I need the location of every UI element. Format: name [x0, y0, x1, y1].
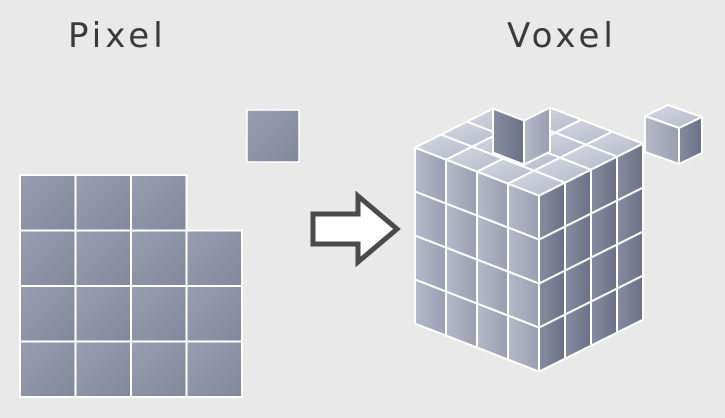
voxel-face: [414, 278, 447, 337]
pixel-tile: [130, 285, 188, 343]
voxel-face: [678, 116, 703, 165]
voxel-face: [616, 274, 644, 334]
pixel-tile: [74, 174, 132, 232]
pixel-tile: [130, 229, 188, 287]
pixel-tile: [185, 229, 243, 287]
voxel-face: [523, 106, 551, 166]
voxel-title: Voxel: [507, 16, 617, 56]
pixel-title: Pixel: [68, 16, 167, 56]
pixel-grid: [19, 174, 243, 398]
pixel-tile: [185, 285, 243, 343]
floating-pixel: [246, 109, 300, 163]
pixel-tile: [130, 340, 188, 398]
voxel-cube: [414, 106, 644, 373]
pixel-tile: [19, 174, 77, 232]
pixel-tile: [19, 285, 77, 343]
pixel-tile: [185, 340, 243, 398]
floating-voxel: [644, 104, 703, 165]
pixel-tile: [74, 229, 132, 287]
pixel-tile: [74, 285, 132, 343]
transform-arrow: [310, 190, 401, 268]
pixel-tile: [19, 340, 77, 398]
pixel-tile: [74, 340, 132, 398]
pixel-tile: [19, 229, 77, 287]
pixel-tile: [130, 174, 188, 232]
